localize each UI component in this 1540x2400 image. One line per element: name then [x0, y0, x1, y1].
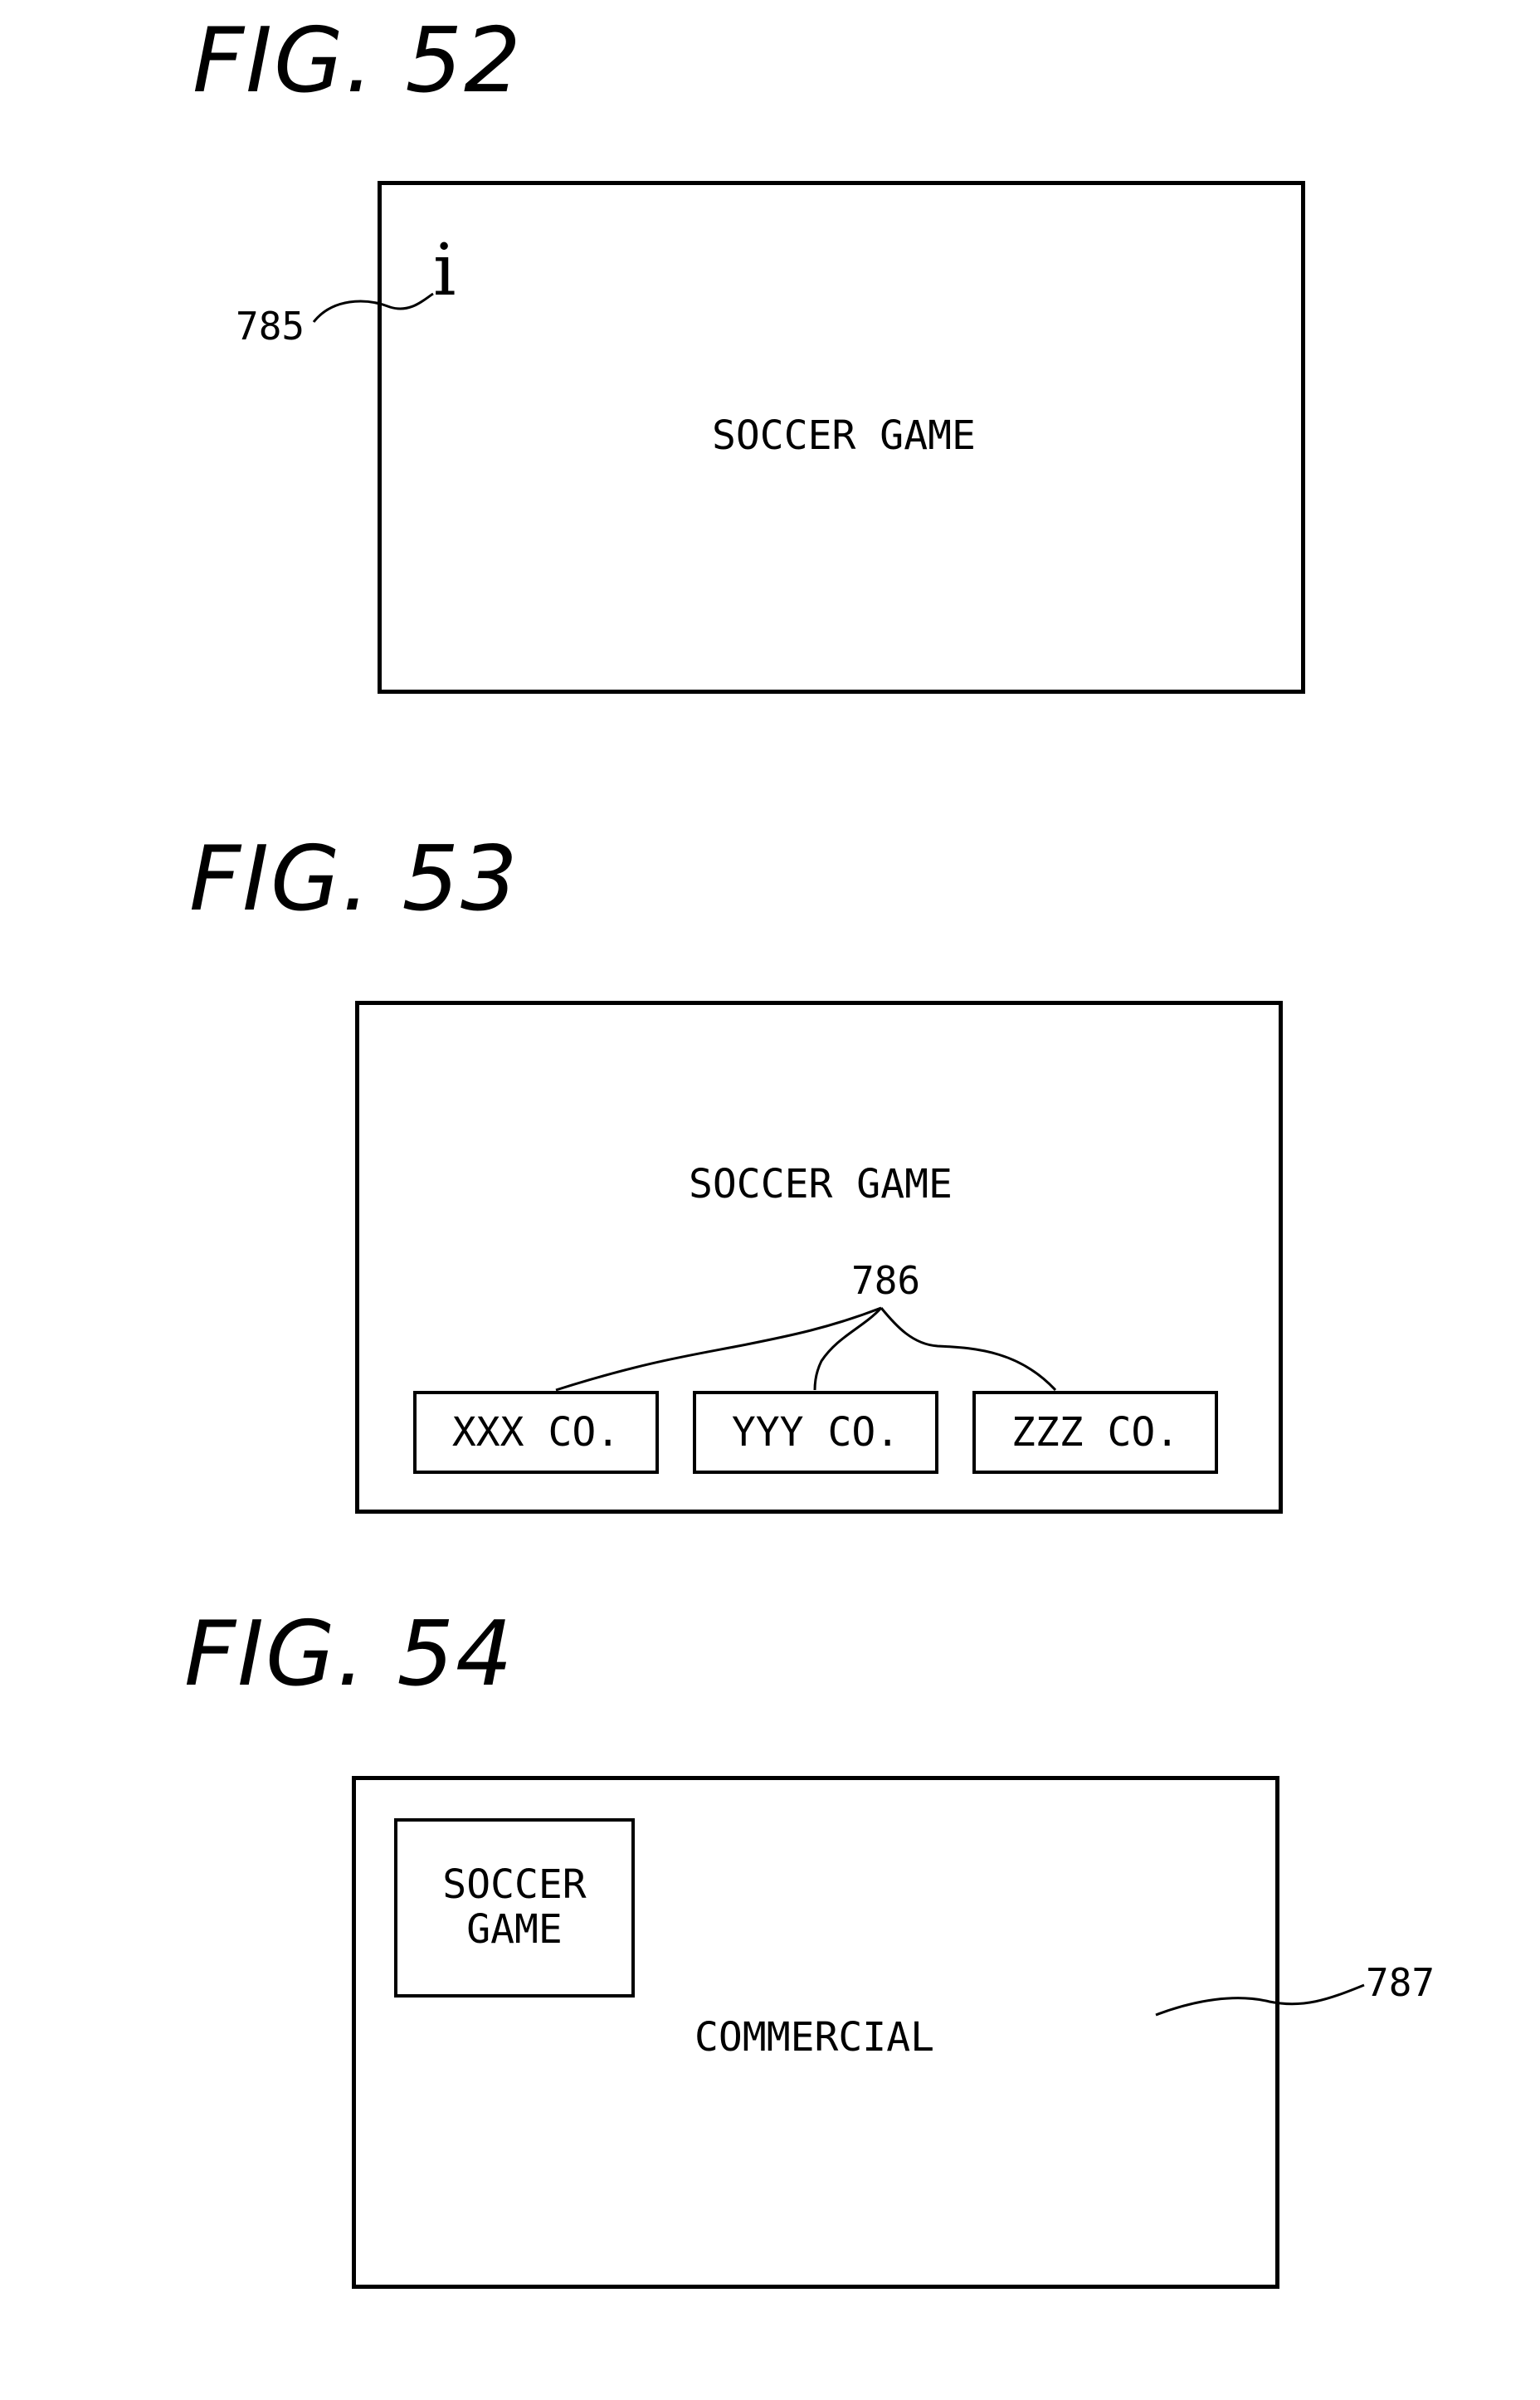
fig-53-program-label: SOCCER GAME — [689, 1161, 953, 1207]
pip-line-2: GAME — [466, 1906, 563, 1953]
fig-52-screen: i SOCCER GAME — [378, 181, 1305, 694]
fig-54-title: FIG. 54 — [184, 1602, 514, 1706]
pip-line-1: SOCCER — [442, 1861, 587, 1908]
fig-53-title: FIG. 53 — [189, 827, 519, 931]
ref-785: 785 — [236, 304, 305, 349]
info-icon: i — [433, 229, 456, 312]
pip-window: SOCCER GAME — [394, 1818, 635, 1998]
ref-786: 786 — [851, 1258, 921, 1303]
fig-54-screen: SOCCER GAME COMMERCIAL — [352, 1776, 1279, 2289]
fig-52-program-label: SOCCER GAME — [712, 412, 976, 459]
sponsor-zzz-co: ZZZ CO. — [972, 1391, 1218, 1474]
fig-52-title: FIG. 52 — [192, 9, 523, 113]
sponsor-xxx-co: XXX CO. — [413, 1391, 659, 1474]
fig-54-commercial-label: COMMERCIAL — [694, 2014, 934, 2061]
sponsor-yyy-co: YYY CO. — [693, 1391, 938, 1474]
ref-787: 787 — [1366, 1960, 1435, 2005]
